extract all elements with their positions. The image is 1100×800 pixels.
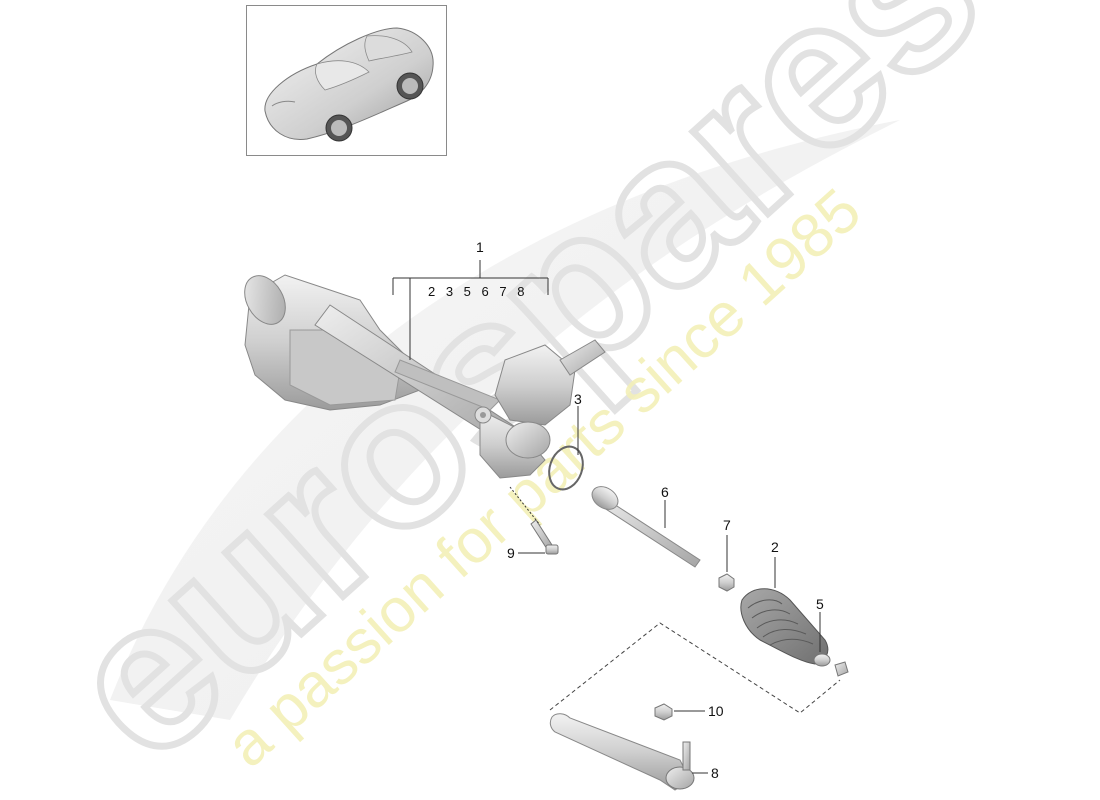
callout-1[interactable]: 1 xyxy=(476,239,484,255)
self-locking-nut[interactable] xyxy=(654,703,673,721)
callout-6[interactable]: 6 xyxy=(661,484,669,500)
callout-5[interactable]: 5 xyxy=(816,596,824,612)
car-icon xyxy=(264,27,434,142)
assembly-outline xyxy=(549,622,841,714)
clamp[interactable] xyxy=(813,653,849,677)
callout-3[interactable]: 3 xyxy=(574,391,582,407)
vehicle-thumbnail xyxy=(246,5,447,156)
assembly-includes: 2 3 5 6 7 8 xyxy=(428,284,528,299)
callout-2[interactable]: 2 xyxy=(771,539,779,555)
callout-8[interactable]: 8 xyxy=(711,765,719,781)
callout-9[interactable]: 9 xyxy=(507,545,515,561)
boot[interactable] xyxy=(740,588,829,665)
nut[interactable] xyxy=(718,573,735,592)
bolt[interactable] xyxy=(530,519,559,555)
tie-rod-end[interactable] xyxy=(549,713,695,791)
callout-10[interactable]: 10 xyxy=(708,703,724,719)
tie-rod[interactable] xyxy=(588,482,701,568)
steering-gear-assembly[interactable] xyxy=(236,268,606,479)
leader-lines xyxy=(392,260,821,774)
o-ring[interactable] xyxy=(543,442,588,494)
callout-7[interactable]: 7 xyxy=(723,517,731,533)
